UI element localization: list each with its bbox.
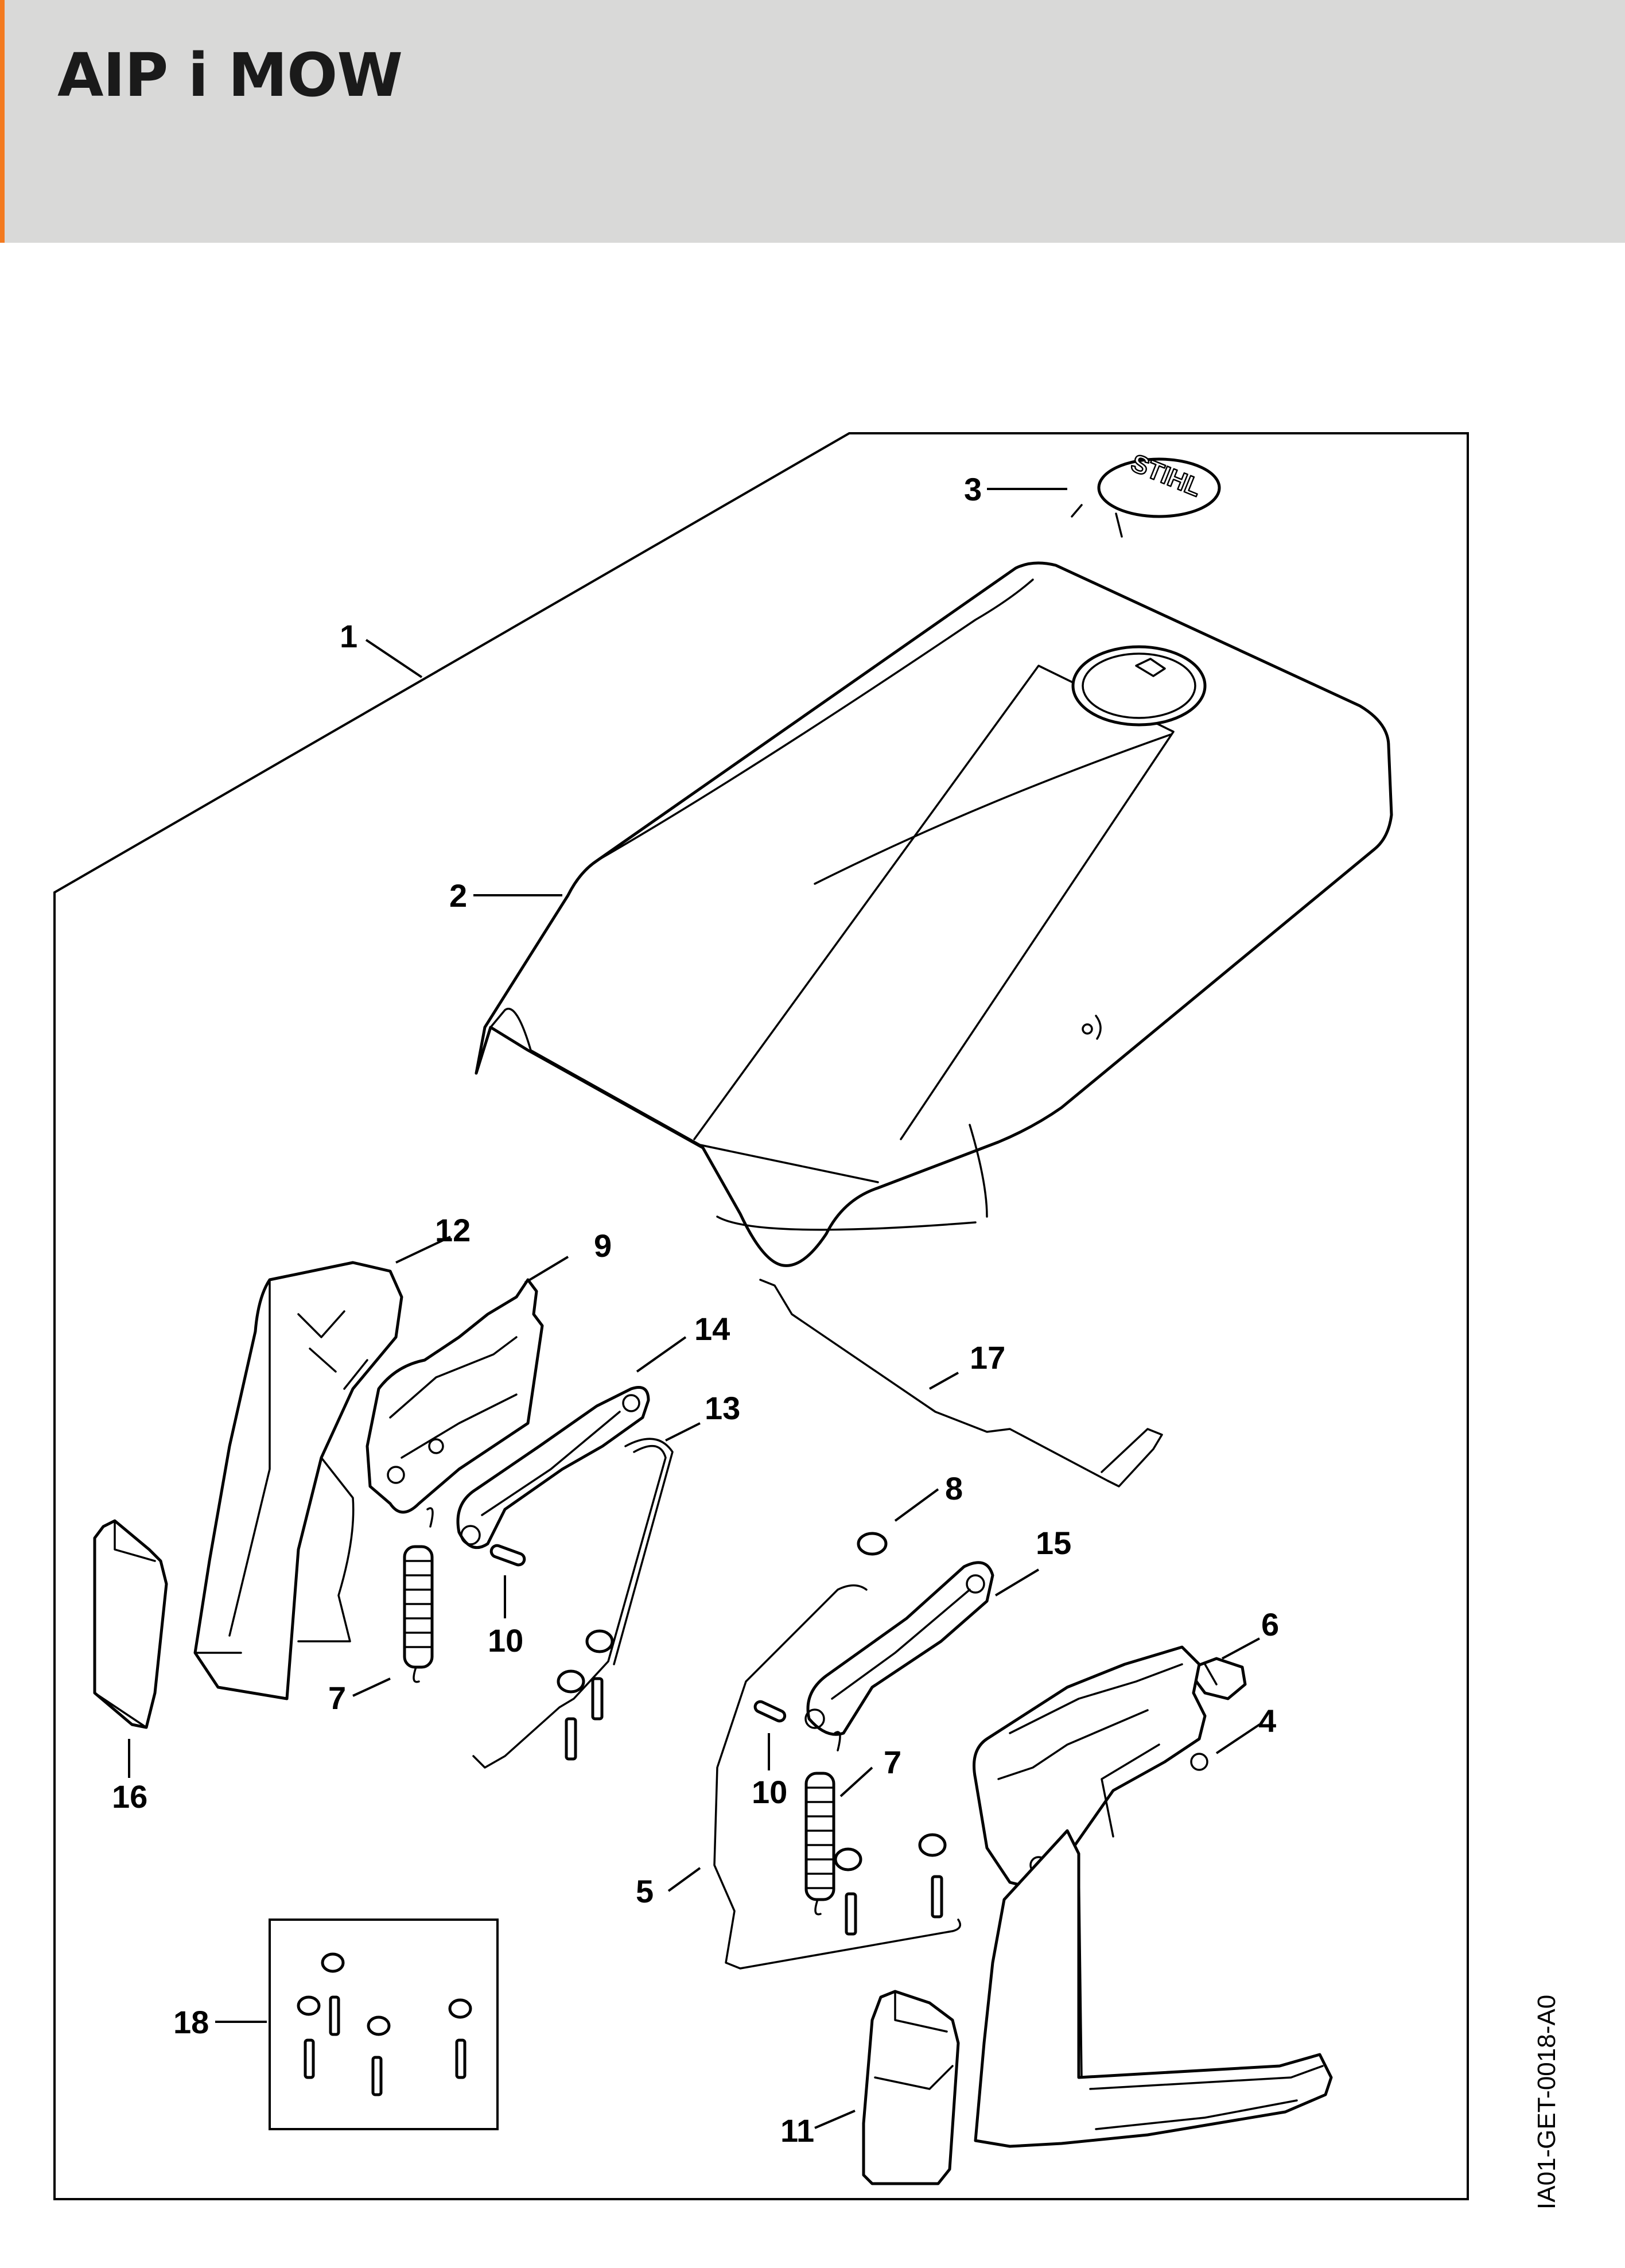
arm-upper [456, 1386, 650, 1549]
callout-17: 17 [970, 1339, 1005, 1376]
callout-18: 18 [173, 2004, 209, 2040]
header-accent-stripe [0, 0, 5, 243]
leader-lines [128, 488, 1261, 2129]
base-frame [974, 1743, 1333, 2148]
callout-1: 1 [340, 618, 357, 654]
callout-7b: 7 [884, 1744, 901, 1780]
small-cover-lower [862, 1990, 960, 2185]
logo-cap: STIHL [1071, 448, 1221, 538]
callout-2: 2 [449, 877, 467, 914]
right-housing [973, 1645, 1208, 1890]
callout-13: 13 [705, 1390, 740, 1426]
assembly-frame [53, 432, 1469, 2200]
linkage-rod [759, 1279, 1163, 1488]
page-title: AIP i MOW [57, 40, 403, 110]
callout-10a: 10 [488, 1622, 523, 1659]
arm-lower [804, 1561, 994, 1736]
fastener-set [297, 1952, 472, 2096]
latch [1192, 1657, 1247, 1700]
callout-12: 12 [435, 1212, 471, 1248]
fasteners-lower [834, 1833, 947, 1936]
bracket [366, 1278, 544, 1514]
callout-5: 5 [636, 1873, 654, 1909]
small-clip [857, 1532, 888, 1556]
callout-8: 8 [945, 1470, 963, 1506]
callout-16: 16 [112, 1778, 147, 1815]
callout-14: 14 [694, 1311, 730, 1347]
callout-7a: 7 [328, 1680, 346, 1716]
header-bar: AIP i MOW [0, 0, 1625, 243]
callout-labels: 1 2 3 4 5 6 7 7 8 9 10 10 11 12 13 14 15… [112, 471, 1279, 2149]
fastener-set-box [269, 1919, 499, 2130]
callout-10b: 10 [752, 1774, 787, 1810]
fasteners-middle [557, 1629, 614, 1761]
pin-lower [753, 1700, 787, 1723]
callout-4: 4 [1258, 1703, 1276, 1739]
callout-11: 11 [780, 2112, 814, 2149]
sheet-id: IA01-GET-0018-A0 [1533, 1995, 1561, 2209]
spring-lower [804, 1731, 841, 1916]
spring-upper [403, 1507, 434, 1683]
lower-wire [713, 1584, 962, 1970]
callout-3: 3 [964, 471, 982, 507]
wire-rod [472, 1438, 674, 1769]
pin-upper [489, 1544, 526, 1567]
hood-cover [475, 561, 1393, 1267]
callout-6: 6 [1261, 1606, 1279, 1642]
callout-9: 9 [594, 1228, 612, 1264]
left-housing [193, 1261, 403, 1700]
callout-15: 15 [1036, 1525, 1071, 1561]
small-cover-left [93, 1519, 168, 1729]
